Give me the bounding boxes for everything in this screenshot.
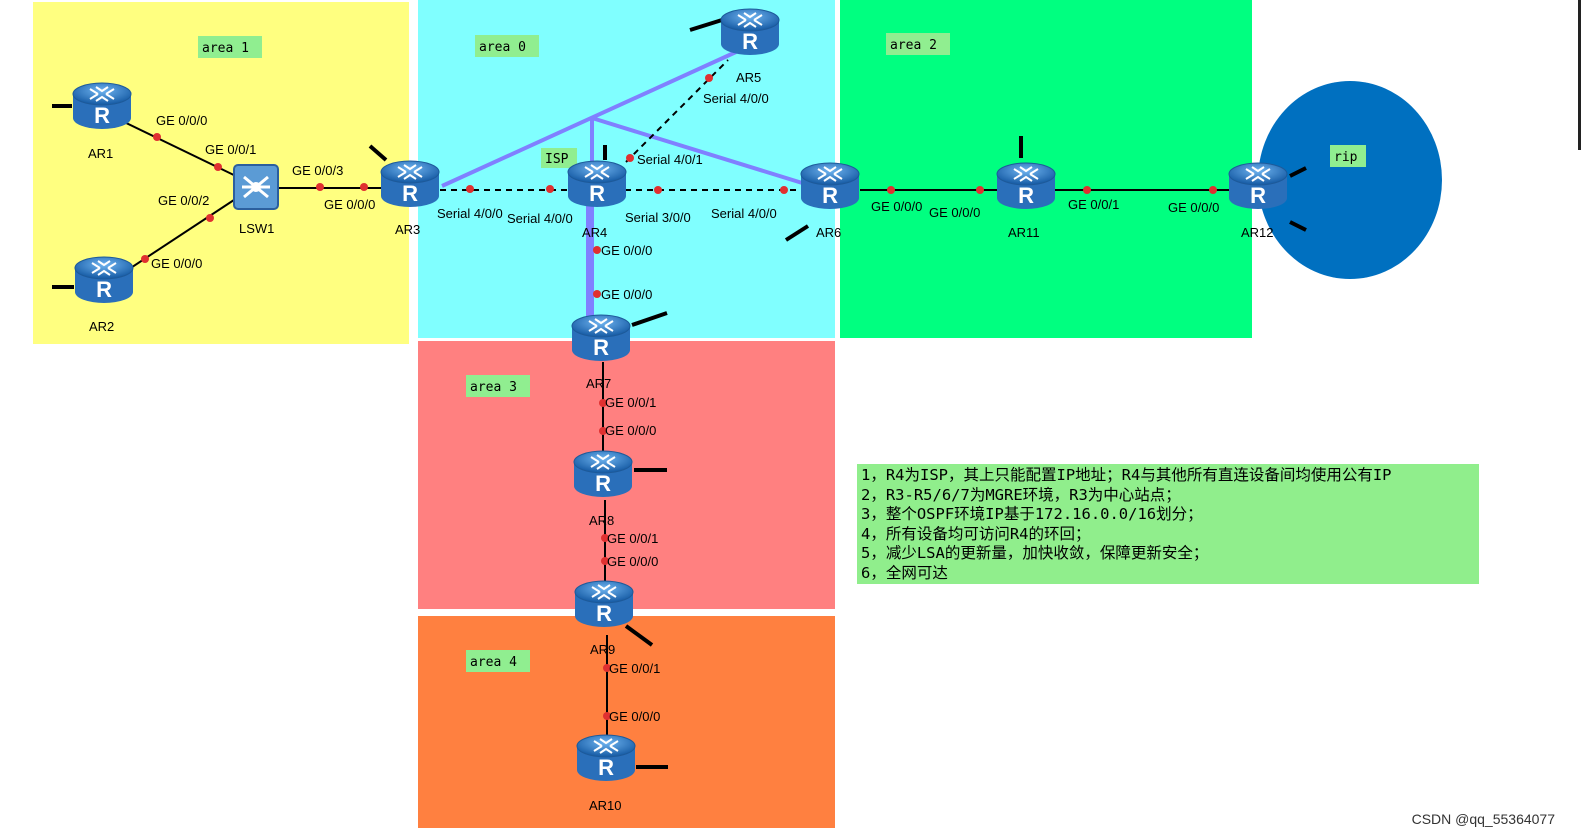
router-icon-ar12[interactable]: R [1228, 162, 1288, 210]
router-glyph: R [742, 29, 758, 54]
port-label: Serial 3/0/0 [625, 210, 691, 225]
port-label: GE 0/0/1 [1068, 197, 1119, 212]
port-label: GE 0/0/3 [292, 163, 343, 178]
port-label: GE 0/0/0 [605, 423, 656, 438]
label-ar5: AR5 [736, 70, 761, 85]
router-icon-ar5[interactable]: R [720, 8, 780, 56]
isp-tag-bg [541, 148, 577, 168]
port-label: GE 0/0/1 [605, 395, 656, 410]
area-1-tag-bg [198, 36, 262, 58]
label-ar9: AR9 [590, 642, 615, 657]
router-glyph: R [596, 601, 612, 626]
router-glyph: R [589, 181, 605, 206]
port-dots [141, 74, 1217, 720]
note-line: 2，R3-R5/6/7为MGRE环境，R3为中心站点； [861, 485, 1181, 504]
window-edge [1578, 0, 1581, 150]
port-label: GE 0/0/0 [151, 256, 202, 271]
router-icon-ar11[interactable]: R [996, 162, 1056, 210]
router-icon-ar2[interactable]: R [74, 256, 134, 304]
router-icon-ar1[interactable]: R [72, 82, 132, 130]
port-label: Serial 4/0/0 [711, 206, 777, 221]
port-label: GE 0/0/0 [601, 243, 652, 258]
port-label: GE 0/0/0 [601, 287, 652, 302]
area-0-tag-bg [475, 35, 539, 57]
port-label: Serial 4/0/0 [507, 211, 573, 226]
router-stubs [52, 18, 1307, 769]
label-ar6: AR6 [816, 225, 841, 240]
router-glyph: R [598, 755, 614, 780]
port-label: GE 0/0/1 [609, 661, 660, 676]
label-lsw1: LSW1 [239, 221, 274, 236]
router-icon-ar10[interactable]: R [576, 734, 636, 782]
router-icon-ar3[interactable]: R [380, 160, 440, 208]
area-2-tag-bg [886, 33, 950, 55]
label-ar3: AR3 [395, 222, 420, 237]
router-glyph: R [402, 181, 418, 206]
port-label: GE 0/0/2 [158, 193, 209, 208]
requirements-notes: 1，R4为ISP，其上只能配置IP地址；R4与其他所有直连设备间均使用公有IP … [857, 464, 1479, 584]
note-line: 6，全网可达 [861, 563, 948, 582]
area-4-tag-bg [466, 650, 530, 672]
isp-tag: ISP [545, 152, 569, 167]
label-ar8: AR8 [589, 513, 614, 528]
area-3-tag: area 3 [470, 380, 517, 395]
router-glyph: R [595, 471, 611, 496]
router-glyph: R [1018, 183, 1034, 208]
port-label: GE 0/0/0 [156, 113, 207, 128]
router-glyph: R [822, 183, 838, 208]
router-glyph: R [593, 335, 609, 360]
port-label: GE 0/0/0 [1168, 200, 1219, 215]
port-label: GE 0/0/0 [607, 554, 658, 569]
port-label: Serial 4/0/0 [437, 206, 503, 221]
note-line: 5，减少LSA的更新量，加快收敛，保障更新安全； [861, 544, 1209, 562]
label-ar7: AR7 [586, 376, 611, 391]
port-label: GE 0/0/0 [324, 197, 375, 212]
port-label: GE 0/0/0 [609, 709, 660, 724]
note-line: 1，R4为ISP，其上只能配置IP地址；R4与其他所有直连设备间均使用公有IP [861, 466, 1392, 484]
router-glyph: R [94, 103, 110, 128]
note-line: 4，所有设备均可访问R4的环回； [861, 524, 1091, 543]
port-label: GE 0/0/1 [607, 531, 658, 546]
port-label: Serial 4/0/1 [637, 152, 703, 167]
rip-tag: rip [1334, 150, 1358, 165]
area-1-tag: area 1 [202, 41, 249, 56]
label-ar4: AR4 [582, 225, 607, 240]
device-labels: AR1 AR2 LSW1 AR3 AR4 AR5 AR6 AR11 AR12 A… [88, 70, 1274, 813]
label-ar12: AR12 [1241, 225, 1274, 240]
router-icon-ar7[interactable]: R [571, 314, 631, 362]
port-label: Serial 4/0/0 [703, 91, 769, 106]
area-0-tag: area 0 [479, 40, 526, 55]
mgre-tunnels [441, 50, 813, 318]
router-icon-ar6[interactable]: R [800, 162, 860, 210]
router-icon-ar8[interactable]: R [573, 450, 633, 498]
router-glyph: R [96, 277, 112, 302]
port-label: GE 0/0/0 [871, 199, 922, 214]
router-icon-ar9[interactable]: R [574, 580, 634, 628]
area-2-tag: area 2 [890, 38, 937, 53]
watermark: CSDN @qq_55364077 [1411, 811, 1555, 827]
router-glyph: R [1250, 183, 1266, 208]
rip-tag-bg [1330, 145, 1366, 167]
label-ar1: AR1 [88, 146, 113, 161]
router-icon-ar4[interactable]: R [567, 160, 627, 208]
note-line: 3，整个OSPF环境IP基于172.16.0.0/16划分； [861, 505, 1203, 523]
port-label: GE 0/0/1 [205, 142, 256, 157]
area-3-tag-bg [466, 375, 530, 397]
serial-links [440, 59, 800, 191]
label-ar11: AR11 [1008, 225, 1040, 240]
port-labels: GE 0/0/0 GE 0/0/1 GE 0/0/2 GE 0/0/0 GE 0… [151, 91, 1219, 724]
area-4-tag: area 4 [470, 655, 517, 670]
label-ar2: AR2 [89, 319, 114, 334]
port-label: GE 0/0/0 [929, 205, 980, 220]
switch-icon-lsw1[interactable] [233, 164, 279, 210]
label-ar10: AR10 [589, 798, 622, 813]
